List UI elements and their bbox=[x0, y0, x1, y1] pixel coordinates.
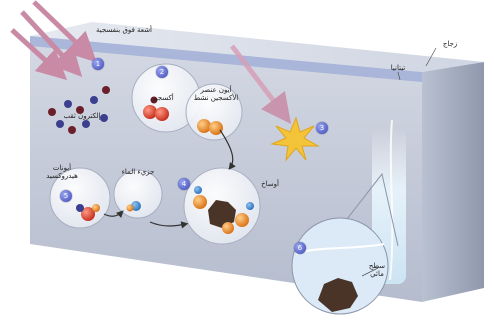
electron bbox=[48, 108, 56, 116]
label-titania: تيتانيا bbox=[378, 64, 418, 72]
label-water: جزيء الماء bbox=[118, 168, 158, 176]
water-hydrogen bbox=[127, 205, 134, 212]
label-uv: أشعة فوق بنفسجية bbox=[92, 26, 156, 34]
oxygen-atom bbox=[143, 105, 157, 119]
oxygen-ion bbox=[222, 222, 234, 234]
oxygen-ion bbox=[235, 213, 249, 227]
hole bbox=[56, 120, 64, 128]
decomposition-bubble bbox=[184, 168, 260, 244]
hole bbox=[82, 120, 90, 128]
glass-side-face bbox=[422, 62, 484, 302]
label-oxygen-ion: أيون عنصر الأكسجين نشط bbox=[192, 86, 240, 102]
oxygen-ion bbox=[193, 195, 207, 209]
step-marker: 1 bbox=[92, 58, 104, 70]
hydroxyl-hydrogen bbox=[92, 204, 100, 212]
label-oxygen: أكسجين bbox=[142, 94, 182, 102]
water-bubble bbox=[114, 170, 162, 218]
hole bbox=[64, 100, 72, 108]
water-oxygen bbox=[194, 186, 202, 194]
step-marker: 6 bbox=[294, 242, 306, 254]
step-marker: 2 bbox=[156, 66, 168, 78]
hole bbox=[76, 204, 84, 212]
label-hydrophilic: سطح مائي bbox=[362, 262, 392, 278]
oxygen-ion bbox=[209, 121, 223, 135]
step-marker: 5 bbox=[60, 190, 72, 202]
label-dirt: أوساخ bbox=[250, 180, 290, 188]
step-marker: 4 bbox=[178, 178, 190, 190]
oxygen-ion bbox=[197, 119, 211, 133]
bubble bbox=[114, 170, 162, 218]
label-hydroxyl: أيونات هيدروكسيد bbox=[42, 164, 82, 180]
water-oxygen bbox=[246, 202, 254, 210]
label-glass: زجاج bbox=[430, 40, 470, 48]
electron bbox=[102, 86, 110, 94]
hole bbox=[90, 96, 98, 104]
electron bbox=[68, 126, 76, 134]
label-electron-hole: إلكترون ثقب bbox=[60, 112, 104, 120]
oxygen-atom bbox=[155, 107, 169, 121]
step-marker: 3 bbox=[316, 122, 328, 134]
